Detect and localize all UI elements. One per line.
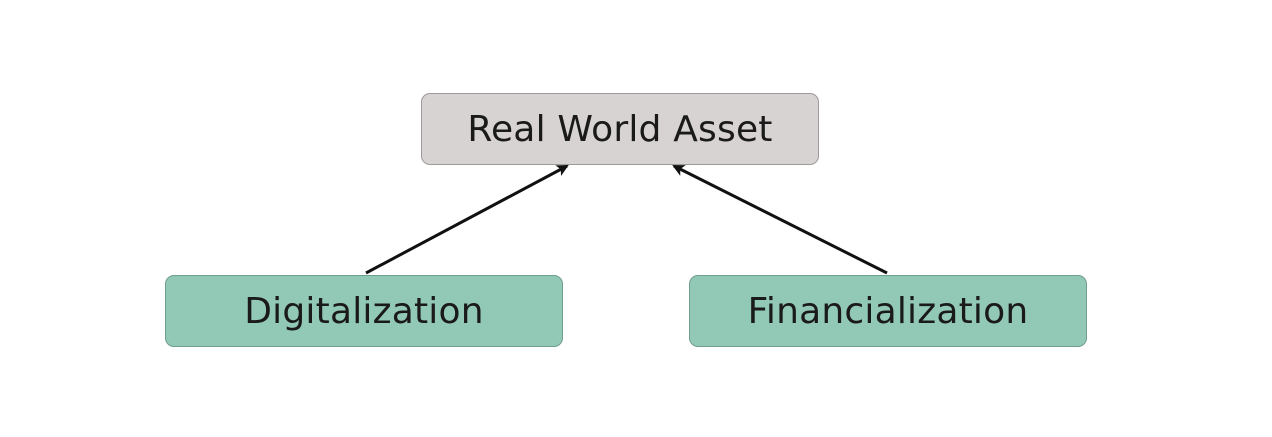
financialization-node: Financialization [689,275,1087,347]
digitalization-label: Digitalization [244,290,484,332]
arrow-financialization-to-real-world-asset [672,164,888,275]
real-world-asset-label: Real World Asset [467,108,773,150]
financialization-label: Financialization [747,290,1029,332]
arrow-digitalization-to-real-world-asset [365,164,569,275]
digitalization-node: Digitalization [165,275,563,347]
real-world-asset-node: Real World Asset [421,93,819,165]
